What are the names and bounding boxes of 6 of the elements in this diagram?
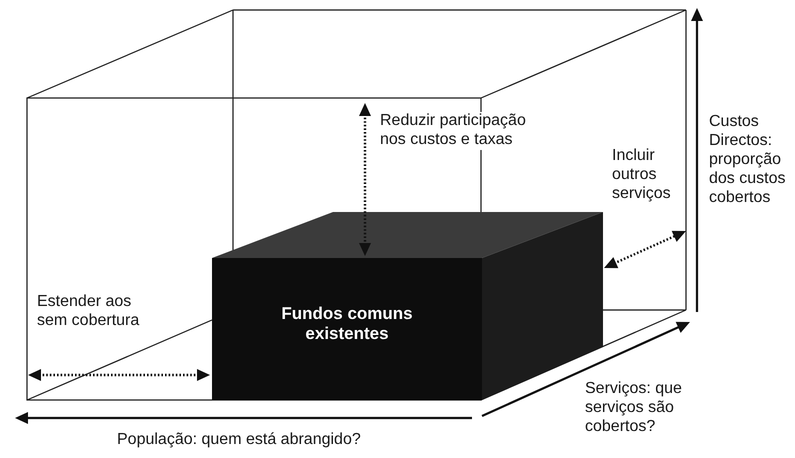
axis-label: Custos Directos: proporção dos custos cobertos xyxy=(709,113,786,208)
block-label: Fundos comuns existentes xyxy=(280,304,414,345)
axis-label: População: quem está abrangido? xyxy=(117,431,361,450)
axis-label: Serviços: que serviços são cobertos? xyxy=(585,380,683,437)
axis-label: Estender aos sem cobertura xyxy=(37,293,140,331)
axis-label: Incluir outros serviços xyxy=(612,147,672,204)
